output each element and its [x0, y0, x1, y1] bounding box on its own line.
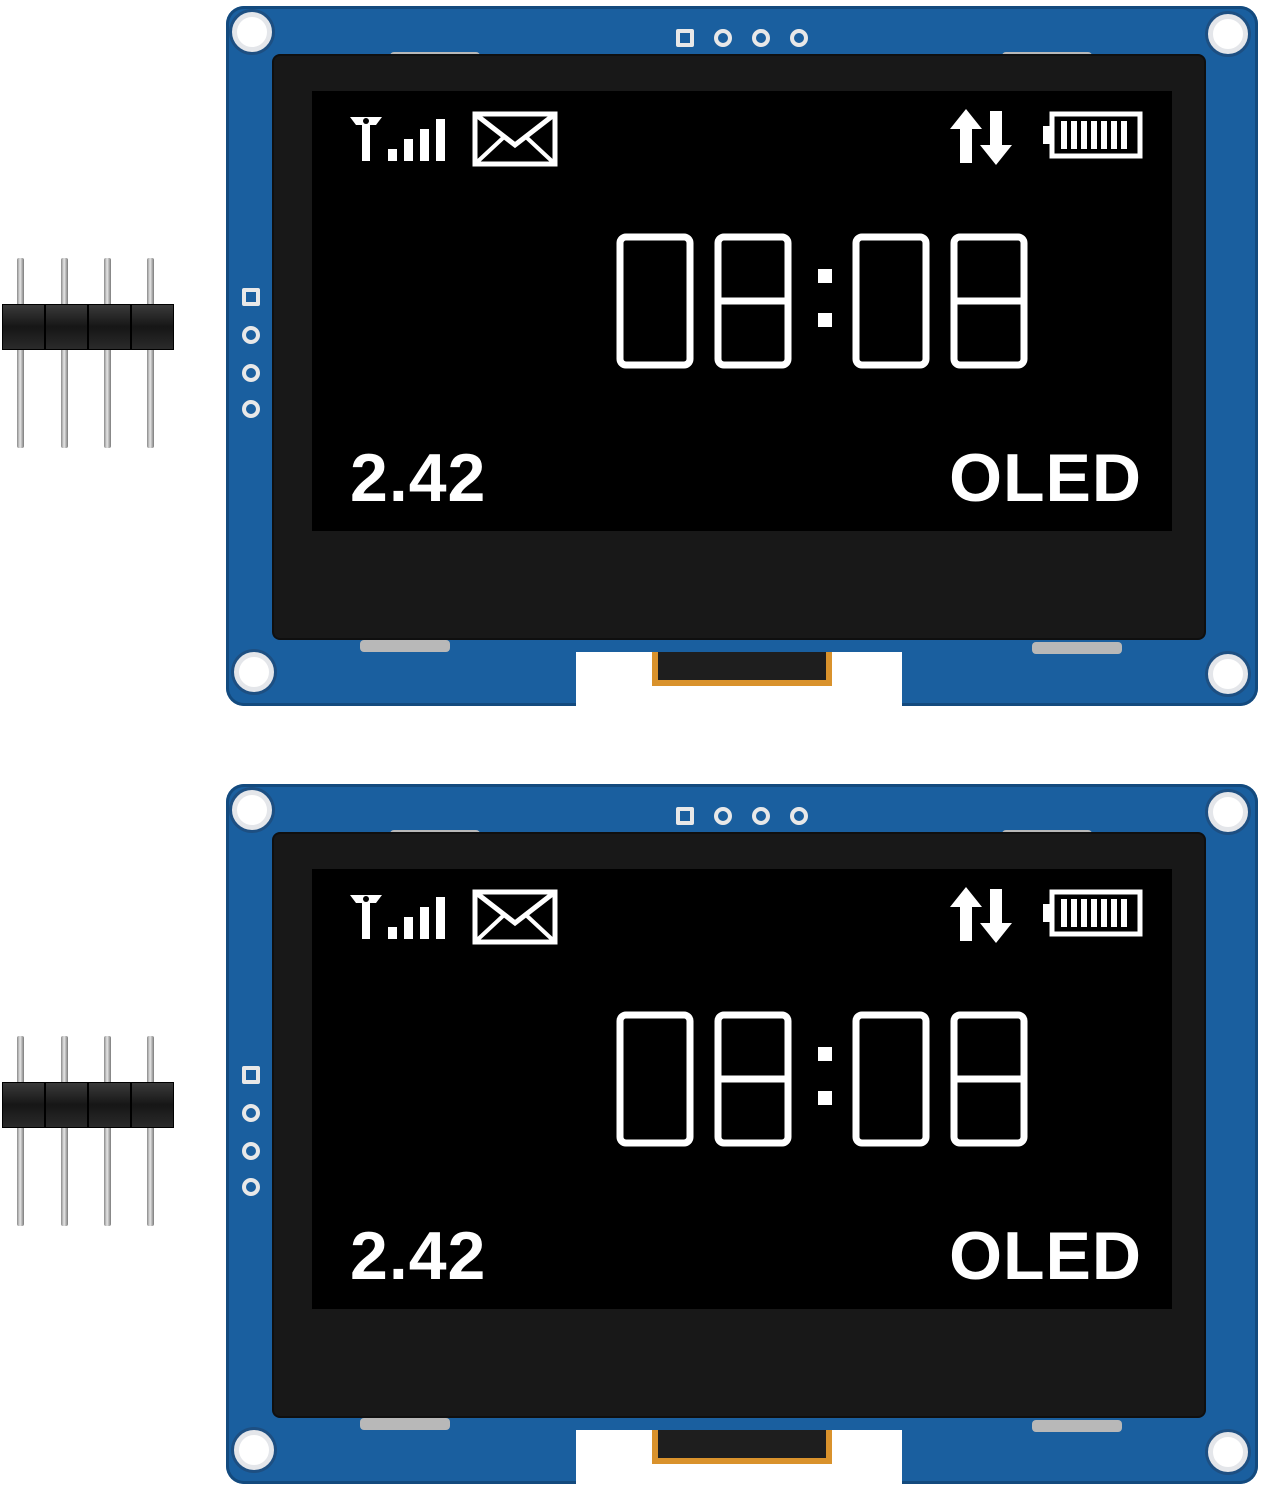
metal-tab [1032, 1420, 1122, 1432]
header-housing [131, 304, 174, 350]
solder-pad [242, 364, 260, 382]
header-pin [147, 1036, 154, 1226]
side-pin-pads [238, 1060, 266, 1200]
header-housing [88, 1082, 131, 1128]
oled-screen: 08:08 2.42 OLED [312, 91, 1172, 531]
pin-header-2 [0, 1036, 180, 1236]
mounting-hole [234, 652, 274, 692]
clock-colon-dot [818, 1091, 832, 1105]
solder-pad [676, 807, 694, 825]
clock-digit [950, 233, 1028, 369]
clock-digit [714, 1011, 792, 1147]
header-housing [2, 1082, 45, 1128]
header-pin [17, 1036, 24, 1226]
display-technology-label: OLED [949, 1218, 1142, 1294]
up-down-arrows-icon [950, 109, 1012, 165]
solder-pad [790, 29, 808, 47]
clock-colon-dot [818, 269, 832, 283]
clock-digit [714, 233, 792, 369]
solder-pad [752, 807, 770, 825]
clock-digit [616, 1011, 694, 1147]
clock-display: 08:08 [616, 233, 1028, 369]
solder-pad [242, 1066, 260, 1084]
solder-pad [242, 1142, 260, 1160]
clock-colon-dot [818, 1047, 832, 1061]
mounting-hole [1208, 654, 1248, 694]
flex-ribbon [652, 1430, 832, 1464]
display-technology-label: OLED [949, 440, 1142, 516]
top-pin-pads [672, 802, 812, 830]
mounting-hole [1208, 792, 1248, 832]
oled-module-1: 08:08 2.42 OLED [222, 0, 1262, 718]
clock-colon-dot [818, 313, 832, 327]
mounting-hole [1208, 1432, 1248, 1472]
solder-pad [242, 400, 260, 418]
solder-pad [242, 326, 260, 344]
header-pin [104, 258, 111, 448]
oled-screen: 08:08 2.42 OLED [312, 869, 1172, 1309]
side-pin-pads [238, 282, 266, 422]
header-housing [88, 304, 131, 350]
clock-display: 08:08 [616, 1011, 1028, 1147]
envelope-icon [472, 889, 558, 945]
solder-pad [242, 1104, 260, 1122]
clock-digit [852, 1011, 930, 1147]
solder-pad [676, 29, 694, 47]
solder-pad [714, 807, 732, 825]
metal-tab [1032, 642, 1122, 654]
display-size-label: 2.42 [350, 1218, 487, 1294]
up-down-arrows-icon [950, 887, 1012, 943]
header-pin [17, 258, 24, 448]
header-housing [45, 304, 88, 350]
header-housing [45, 1082, 88, 1128]
clock-time: 08:08 [822, 1078, 828, 1080]
oled-module-2: 08:08 2.42 OLED [222, 778, 1262, 1496]
clock-time: 08:08 [822, 300, 828, 302]
clock-digit [950, 1011, 1028, 1147]
solder-pad [242, 288, 260, 306]
mounting-hole [232, 12, 272, 52]
display-size-label: 2.42 [350, 440, 487, 516]
mounting-hole [1208, 14, 1248, 54]
header-pin [61, 258, 68, 448]
clock-digit [852, 233, 930, 369]
clock-digit [616, 233, 694, 369]
metal-tab [360, 640, 450, 652]
solder-pad [714, 29, 732, 47]
metal-tab [360, 1418, 450, 1430]
header-housing [131, 1082, 174, 1128]
solder-pad [242, 1178, 260, 1196]
mounting-hole [232, 790, 272, 830]
mounting-hole [234, 1430, 274, 1470]
header-housing [2, 304, 45, 350]
top-pin-pads [672, 24, 812, 52]
signal-strength-icon [350, 895, 445, 939]
battery-full-icon [1043, 111, 1143, 159]
header-pin [147, 258, 154, 448]
flex-ribbon [652, 652, 832, 686]
signal-strength-icon [350, 117, 445, 161]
solder-pad [790, 807, 808, 825]
header-pin [104, 1036, 111, 1226]
solder-pad [752, 29, 770, 47]
pin-header-1 [0, 258, 180, 458]
envelope-icon [472, 111, 558, 167]
battery-full-icon [1043, 889, 1143, 937]
header-pin [61, 1036, 68, 1226]
